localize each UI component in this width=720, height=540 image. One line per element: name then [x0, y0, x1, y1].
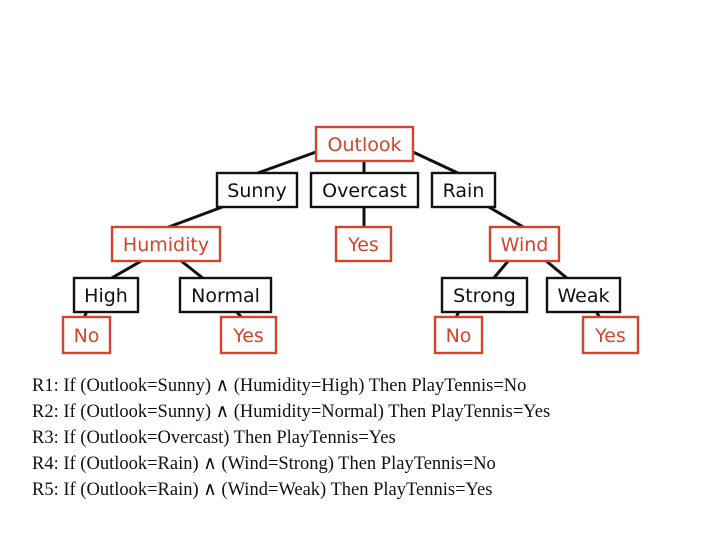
tree-node-normal: Normal: [178, 276, 273, 314]
node-label-overcast: Overcast: [322, 180, 407, 202]
tree-node-yes-normal: Yes: [219, 315, 278, 355]
node-box-yes-overcast: [334, 225, 393, 263]
tree-node-outlook: Outlook: [314, 125, 415, 163]
node-box-humidity: [110, 225, 222, 263]
node-label-normal: Normal: [191, 285, 260, 307]
node-label-weak: Weak: [557, 285, 609, 307]
edge-outlook-to-sunny: [254, 150, 317, 176]
tree-node-humidity: Humidity: [110, 225, 222, 263]
tree-node-strong: Strong: [440, 276, 529, 314]
edge-rain-to-wind: [486, 204, 526, 230]
node-box-yes-weak: [581, 315, 640, 355]
tree-node-yes-overcast: Yes: [334, 225, 393, 263]
tree-node-wind: Wind: [488, 225, 561, 263]
node-label-yes-overcast: Yes: [347, 234, 379, 256]
rules-list: R1: If (Outlook=Sunny) ∧ (Humidity=High)…: [32, 374, 550, 504]
node-label-yes-weak: Yes: [594, 325, 626, 347]
edge-humidity-to-high: [109, 258, 144, 281]
node-box-no-high: [61, 315, 112, 355]
node-label-outlook: Outlook: [328, 134, 402, 156]
rule-r2: R2: If (Outlook=Sunny) ∧ (Humidity=Norma…: [32, 401, 551, 422]
node-label-high: High: [84, 285, 128, 307]
node-label-no-high: No: [74, 325, 100, 347]
node-label-humidity: Humidity: [123, 234, 209, 256]
node-label-rain: Rain: [443, 180, 485, 202]
node-box-rain: [430, 171, 497, 209]
edge-outlook-to-rain: [412, 150, 461, 176]
rule-r5: R5: If (Outlook=Rain) ∧ (Wind=Weak) Then…: [32, 479, 493, 500]
node-box-strong: [440, 276, 529, 314]
node-box-high: [72, 276, 140, 314]
node-label-yes-normal: Yes: [232, 325, 264, 347]
tree-node-yes-weak: Yes: [581, 315, 640, 355]
node-label-wind: Wind: [501, 234, 549, 256]
node-box-wind: [488, 225, 561, 263]
node-box-sunny: [215, 171, 299, 209]
rule-r4: R4: If (Outlook=Rain) ∧ (Wind=Strong) Th…: [32, 453, 496, 474]
node-box-no-strong: [433, 315, 484, 355]
tree-node-overcast: Overcast: [309, 171, 420, 209]
node-box-yes-normal: [219, 315, 278, 355]
rule-r3: R3: If (Outlook=Overcast) Then PlayTenni…: [32, 427, 396, 448]
node-box-overcast: [309, 171, 420, 209]
tree-node-no-high: No: [61, 315, 112, 355]
node-box-outlook: [314, 125, 415, 163]
node-label-strong: Strong: [453, 285, 516, 307]
tree-node-rain: Rain: [430, 171, 497, 209]
node-box-normal: [178, 276, 273, 314]
node-box-weak: [545, 276, 622, 314]
edge-sunny-to-humidity: [165, 204, 226, 230]
rule-r1: R1: If (Outlook=Sunny) ∧ (Humidity=High)…: [32, 376, 527, 396]
tree-node-weak: Weak: [545, 276, 622, 314]
node-label-sunny: Sunny: [227, 180, 286, 202]
edge-wind-to-strong: [491, 259, 511, 280]
tree-node-sunny: Sunny: [215, 171, 299, 209]
tree-node-high: High: [72, 276, 140, 314]
tree-node-no-strong: No: [433, 315, 484, 355]
edge-humidity-to-normal: [179, 258, 205, 281]
edge-wind-to-weak: [544, 258, 569, 281]
node-label-no-strong: No: [446, 325, 472, 347]
